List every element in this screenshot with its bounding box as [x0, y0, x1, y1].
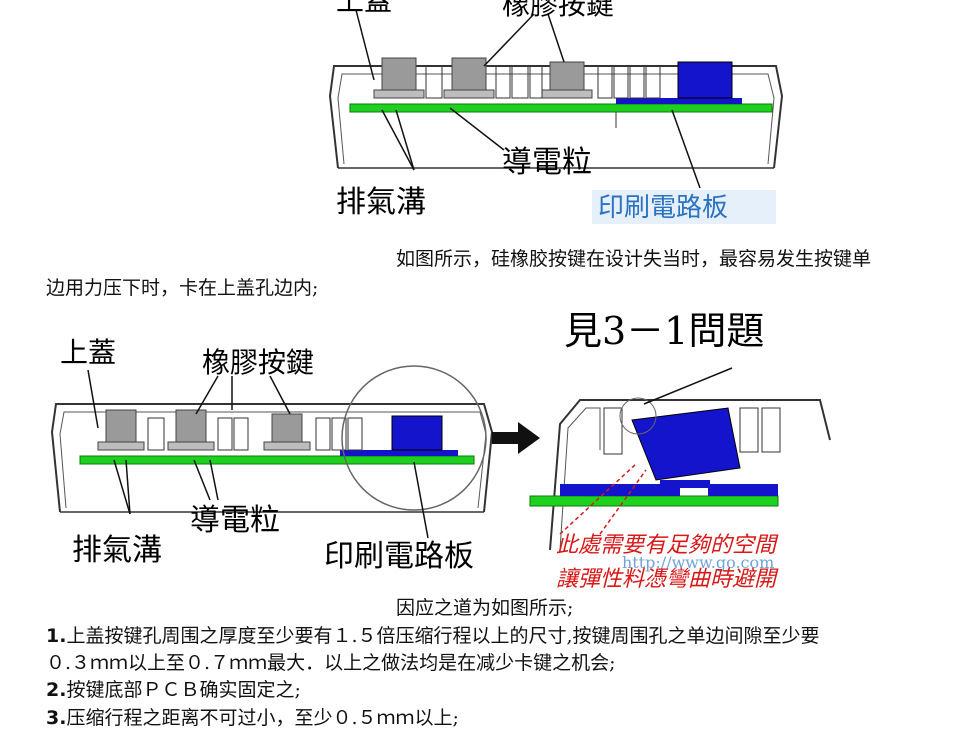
fig2-watermark: http://www.go.com	[622, 553, 774, 572]
fig1-label-conductive-pill: 導電粒	[502, 145, 592, 180]
fig1-label-pcb: 印刷電路板	[598, 193, 728, 223]
fig1-label-cover: 上蓋	[336, 0, 392, 17]
figure-2: 上蓋 橡膠按鍵 導電粒 排氣溝 印刷電路板 見3－1問題 此處需要有足夠的空間 …	[40, 300, 840, 596]
list-item-2-text: 按键底部ＰＣＢ确实固定之;	[66, 679, 301, 701]
fig1-label-vent-groove: 排氣溝	[336, 185, 426, 220]
fig2-label-conductive-pill: 導電粒	[190, 503, 280, 538]
figure-2-diagram: 上蓋 橡膠按鍵 導電粒 排氣溝 印刷電路板 見3－1問題 此處需要有足夠的空間 …	[50, 309, 831, 592]
fig2-label-pcb: 印刷電路板	[324, 539, 474, 574]
caption-1-line-2: 边用力压下时，卡在上盖孔边内;	[46, 277, 319, 299]
list-item-1-line-1: 1.上盖按键孔周围之厚度至少要有１.５倍压缩行程以上的尺寸,按键周围孔之单边间隙…	[46, 624, 820, 648]
fig2-note-line-1: 此處需要有足夠的空間	[556, 533, 779, 558]
list-item-1-line-2: ０.３ｍｍ以上至０.７ｍｍ最大．以上之做法均是在减少卡键之机会;	[46, 652, 616, 674]
fig2-label-problem: 見3－1問題	[564, 309, 764, 353]
fig2-label-rubber-keys: 橡膠按鍵	[202, 346, 314, 379]
figure-1-diagram: 上蓋 橡膠按鍵 導電粒 排氣溝 印刷電路板	[328, 0, 784, 224]
caption-1-line-1: 如图所示，硅橡胶按键在设计失当时，最容易发生按键单	[396, 248, 872, 270]
fig2-label-cover: 上蓋	[60, 336, 116, 369]
list-item-1-number: 1.	[46, 625, 67, 647]
fig2-label-vent-groove: 排氣溝	[72, 533, 162, 568]
list-item-3-number: 3.	[46, 707, 67, 729]
list-item-3: 3.压缩行程之距离不可过小，至少０.５ｍｍ以上;	[46, 706, 459, 730]
list-item-3-text: 压缩行程之距离不可过小，至少０.５ｍｍ以上;	[66, 707, 459, 729]
list-item-1-text: 上盖按键孔周围之厚度至少要有１.５倍压缩行程以上的尺寸,按键周围孔之单边间隙至少…	[66, 625, 820, 647]
caption-2: 因应之道为如图所示;	[396, 597, 574, 619]
fig2-note-line-2: 讓彈性料憑彎曲時避開	[556, 567, 779, 592]
list-item-2-number: 2.	[46, 679, 67, 701]
figure-1: 上蓋 橡膠按鍵 導電粒 排氣溝 印刷電路板	[316, 0, 786, 226]
list-item-2: 2.按键底部ＰＣＢ确实固定之;	[46, 678, 301, 702]
fig1-label-rubber-keys: 橡膠按鍵	[502, 0, 614, 21]
